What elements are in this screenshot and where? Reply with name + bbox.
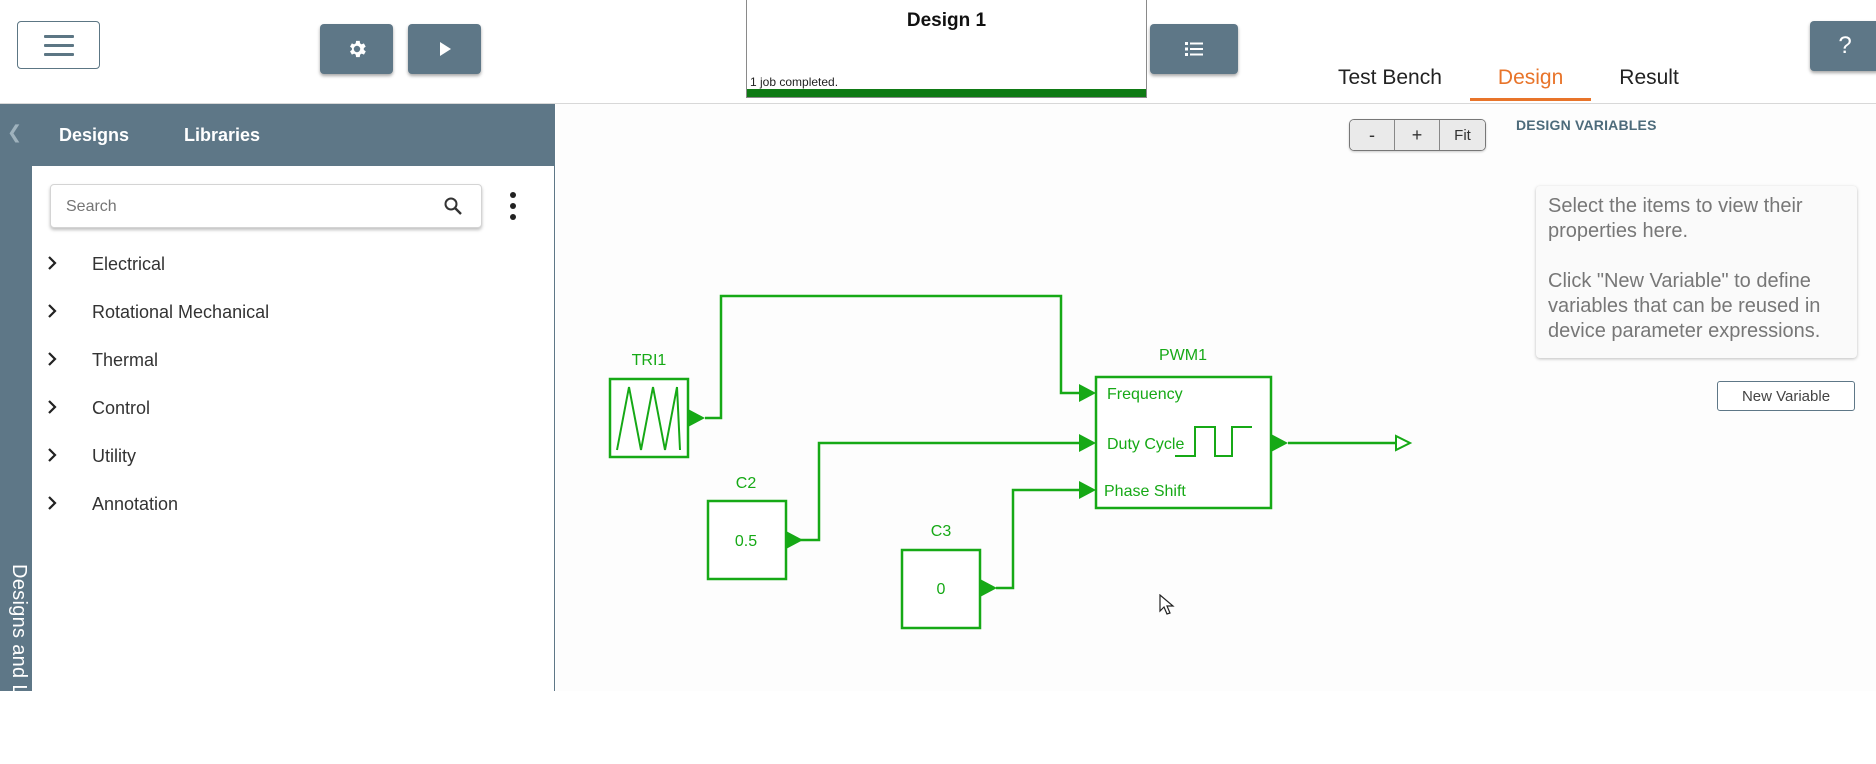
block-c2[interactable]: C2 0.5 <box>706 475 803 581</box>
job-progress-bar <box>747 89 1146 97</box>
pulse-wave-icon <box>1175 426 1252 457</box>
tab-libraries[interactable]: Libraries <box>184 124 261 145</box>
block-pwm1[interactable]: PWM1 Frequency Duty Cycle Phase Shift <box>1079 347 1288 510</box>
new-variable-button[interactable]: New Variable <box>1717 381 1855 411</box>
view-tabs: Test Bench Design Result <box>1310 60 1707 104</box>
tab-designs[interactable]: Designs <box>59 124 130 145</box>
hamburger-icon-bar <box>43 43 74 47</box>
help-button[interactable]: ? <box>1810 21 1876 71</box>
job-status: 1 job completed. <box>750 75 839 89</box>
list-icon <box>1185 42 1203 56</box>
tri1-output-port[interactable] <box>688 409 705 427</box>
tree-item-label: Annotation <box>92 494 179 514</box>
phase-shift-port-label: Phase Shift <box>1104 483 1186 500</box>
tree-item-rotational-mechanical[interactable]: Rotational Mechanical <box>32 293 502 333</box>
c3-value: 0 <box>937 581 946 598</box>
c3-output-port[interactable] <box>980 579 997 597</box>
tree-item-label: Utility <box>92 446 136 466</box>
duty-cycle-input-port[interactable] <box>1079 434 1096 452</box>
c2-output-port[interactable] <box>786 531 803 549</box>
design-variables-title: DESIGN VARIABLES <box>1516 117 1657 133</box>
pwm1-label: PWM1 <box>1159 347 1207 364</box>
settings-button[interactable] <box>320 24 393 74</box>
frequency-input-port[interactable] <box>1079 384 1096 402</box>
tab-test-bench[interactable]: Test Bench <box>1338 66 1442 89</box>
wire-c3-phase-shift[interactable] <box>996 488 1080 590</box>
zoom-in-button[interactable]: + <box>1395 120 1440 150</box>
tree-item-utility[interactable]: Utility <box>32 437 502 477</box>
c2-value: 0.5 <box>735 533 757 550</box>
c3-label: C3 <box>931 523 952 540</box>
chevron-right-icon <box>48 400 57 414</box>
block-c3[interactable]: C3 0 <box>900 523 997 630</box>
tree-item-label: Control <box>92 398 151 418</box>
duty-cycle-port-label: Duty Cycle <box>1107 436 1184 453</box>
chevron-right-icon <box>48 256 57 270</box>
tree-item-electrical[interactable]: Electrical <box>32 245 502 285</box>
play-icon <box>439 42 451 56</box>
page-title: Design 1 <box>906 10 987 31</box>
more-options-icon[interactable] <box>506 188 520 224</box>
chevron-right-icon <box>48 304 57 318</box>
schematic-diagram: TRI1 C2 0.5 C3 0 PWM1 Frequency Duty Cyc… <box>608 294 1413 630</box>
menu-button[interactable] <box>17 21 100 69</box>
output-terminal[interactable] <box>1395 434 1413 452</box>
zoom-fit-button[interactable]: Fit <box>1440 120 1485 150</box>
chevron-right-icon <box>48 352 57 366</box>
hamburger-icon <box>43 34 74 38</box>
tree-item-label: Thermal <box>92 350 159 370</box>
pwm1-body <box>1094 375 1273 510</box>
zoom-out-button[interactable]: - <box>1350 120 1395 150</box>
run-button[interactable] <box>408 24 481 74</box>
search-input[interactable] <box>64 195 414 219</box>
wire-tri1-frequency[interactable] <box>705 294 1080 420</box>
chevron-right-icon <box>48 496 57 510</box>
hamburger-icon-bar <box>43 52 74 56</box>
mouse-cursor-icon <box>1159 594 1175 615</box>
c2-body <box>706 499 788 581</box>
help-icon: ? <box>1838 32 1852 59</box>
library-panel: Designs Libraries Electrical Rotational … <box>32 104 555 691</box>
properties-info-box: Select the items to view their propertie… <box>1536 186 1857 358</box>
block-tri1[interactable]: TRI1 <box>608 352 705 459</box>
search-box <box>50 184 482 228</box>
zoom-controls: - + Fit <box>1349 119 1486 151</box>
list-button[interactable] <box>1150 24 1238 74</box>
phase-shift-input-port[interactable] <box>1079 481 1096 499</box>
gear-icon <box>349 40 366 58</box>
c2-label: C2 <box>736 475 757 492</box>
top-toolbar: Design 1 1 job completed. Test Bench Des… <box>0 0 1876 104</box>
new-variable-hint: Click "New Variable" to define variables… <box>1548 270 1821 342</box>
tab-result[interactable]: Result <box>1619 66 1679 89</box>
tree-item-thermal[interactable]: Thermal <box>32 341 502 381</box>
frequency-port-label: Frequency <box>1107 386 1183 403</box>
library-panel-header: Designs Libraries <box>32 104 555 166</box>
pwm1-output-port[interactable] <box>1271 434 1288 452</box>
tree-item-control[interactable]: Control <box>32 389 502 429</box>
chevron-right-icon <box>48 448 57 462</box>
wire-c2-duty-cycle[interactable] <box>800 441 1080 542</box>
design-title-box: Design 1 1 job completed. <box>746 0 1147 98</box>
triangle-wave-icon <box>616 386 681 451</box>
tree-item-annotation[interactable]: Annotation <box>32 485 502 525</box>
tree-item-label: Electrical <box>92 254 166 274</box>
properties-hint: Select the items to view their propertie… <box>1548 195 1803 242</box>
tri1-label: TRI1 <box>632 352 667 369</box>
search-icon[interactable] <box>443 196 463 216</box>
tab-design[interactable]: Design <box>1469 60 1592 101</box>
tree-item-label: Rotational Mechanical <box>92 302 270 322</box>
collapse-chevron-icon[interactable]: ❮ <box>7 122 23 142</box>
